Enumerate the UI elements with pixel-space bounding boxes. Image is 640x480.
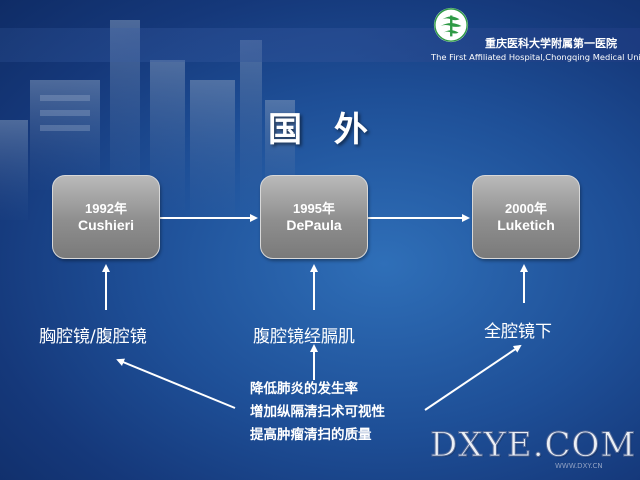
watermark-text: DXYE.COM [429,425,637,466]
method-label-3: 全腔镜下 [484,322,552,342]
watermark-url: WWW.DXY.CN [555,462,603,470]
timeline-box-1995: 1995年 DePaula [260,175,368,259]
arrow-benefit-to-method3 [424,344,522,411]
box-year: 1995年 [293,201,335,216]
header-band [0,28,640,62]
hospital-name-en: The First Affiliated Hospital,Chongqing … [431,52,640,62]
benefit-item: 降低肺炎的发生率 [250,381,358,397]
benefit-item: 提高肿瘤清扫的质量 [250,427,372,443]
benefits-list: 降低肺炎的发生率 增加纵隔清扫术可视性 提高肿瘤清扫的质量 [250,378,385,447]
hospital-logo-icon [433,7,469,43]
slide-title: 国 外 [268,110,378,150]
benefit-item: 增加纵隔清扫术可视性 [250,404,385,420]
timeline-box-2000: 2000年 Luketich [472,175,580,259]
arrow-benefit-to-method1 [116,358,236,409]
method-label-1: 胸腔镜/腹腔镜 [39,327,147,347]
box-year: 2000年 [505,201,547,216]
timeline-box-1992: 1992年 Cushieri [52,175,160,259]
box-year: 1992年 [85,201,127,216]
box-surgeon: DePaula [286,217,342,233]
method-label-2: 腹腔镜经膈肌 [253,327,355,347]
box-surgeon: Cushieri [77,217,134,233]
box-surgeon: Luketich [497,217,555,233]
hospital-name-cn: 重庆医科大学附属第一医院 [485,37,617,50]
city-skyline-image [0,20,295,220]
